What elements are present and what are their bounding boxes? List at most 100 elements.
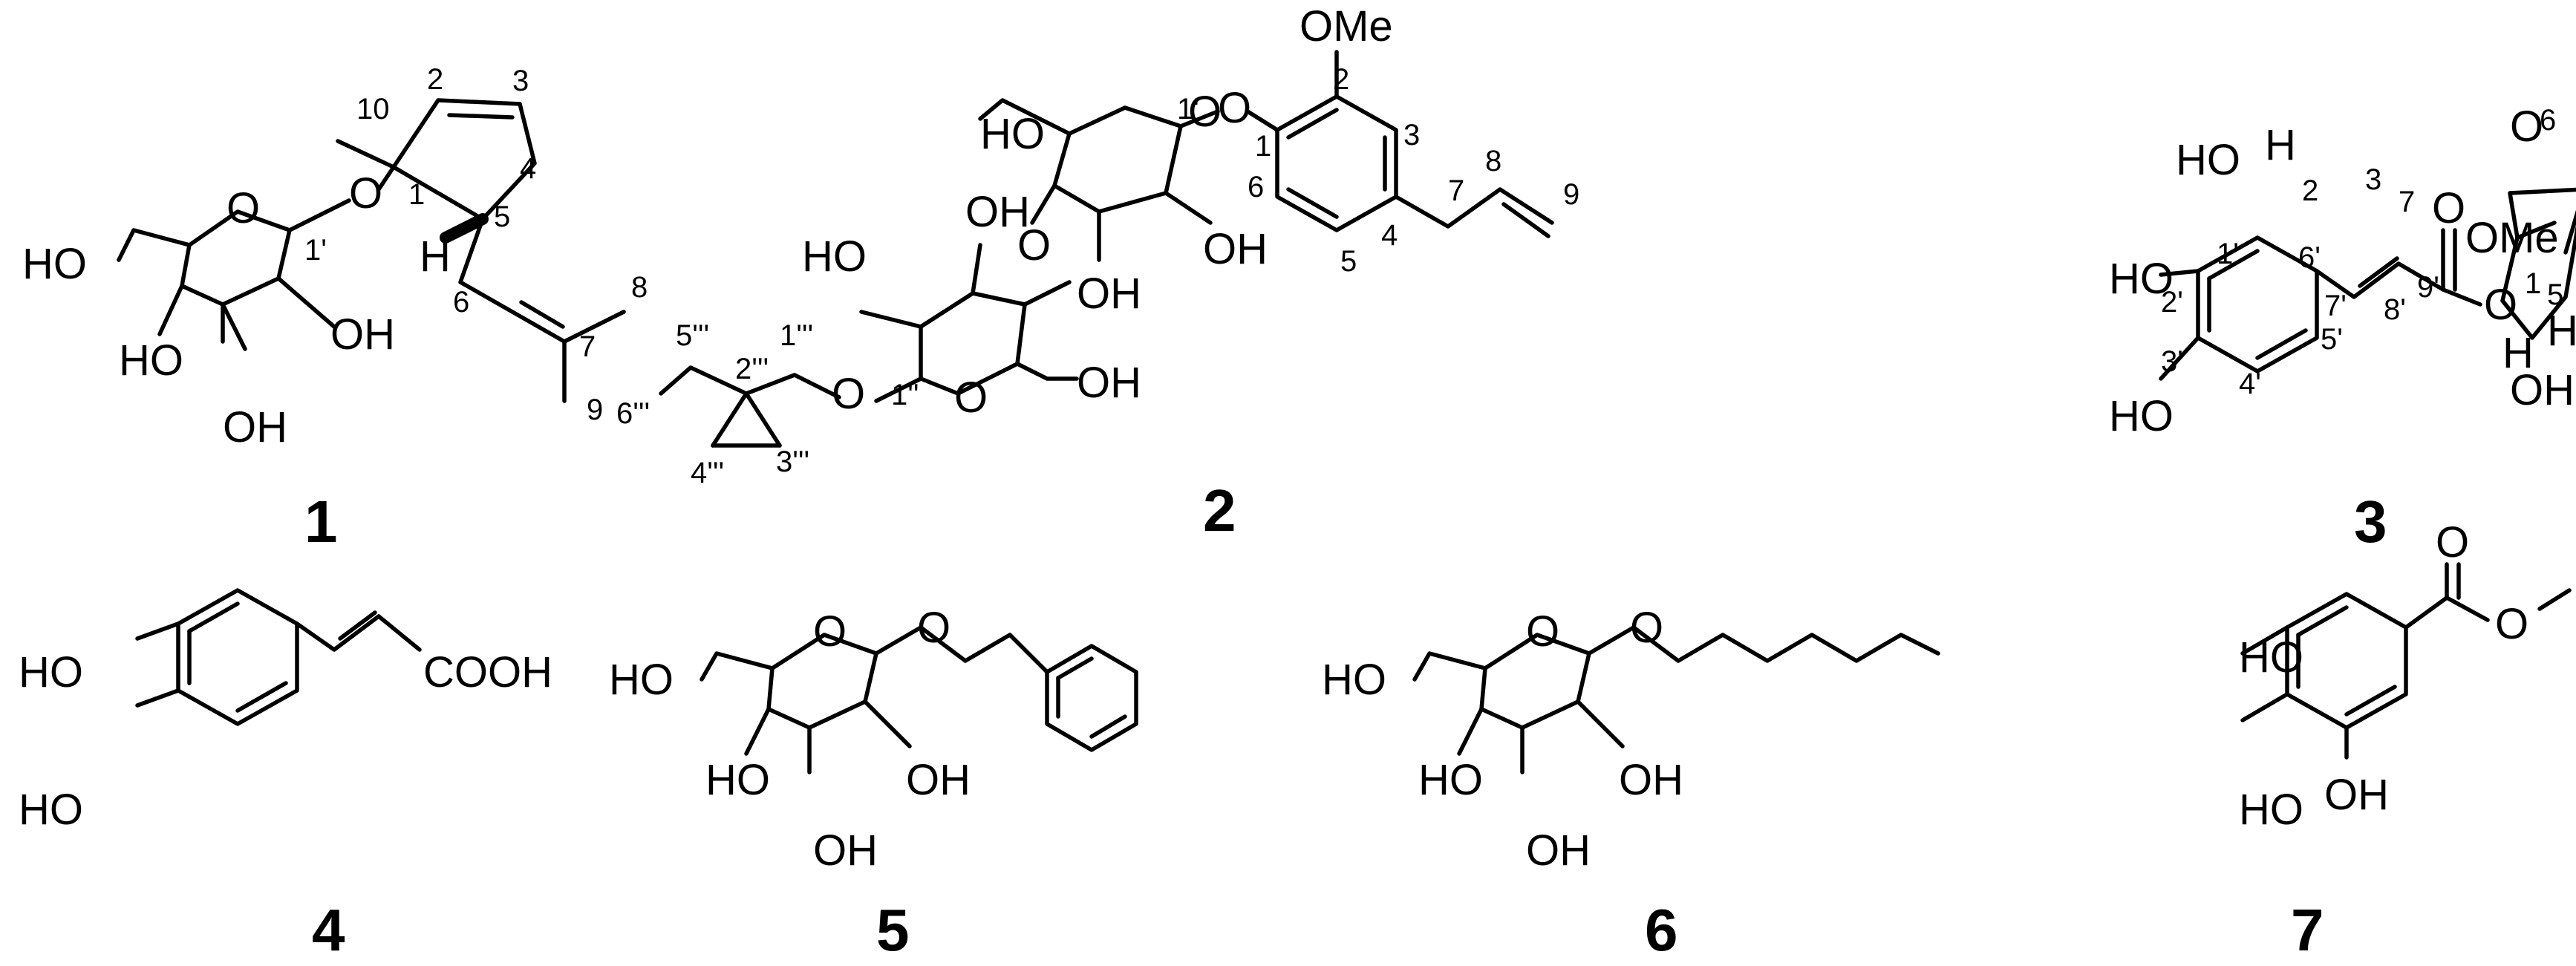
- compound-2-atom: OH: [1077, 359, 1141, 407]
- compound-6: HO O O HO OH OH 6: [1322, 604, 1940, 963]
- compound-label: 2: [1203, 477, 1236, 544]
- compound-2-locant: 1': [1177, 93, 1199, 125]
- compound-3-locant: 5: [2547, 278, 2563, 311]
- compound-4-atoms: HO HO COOH: [19, 648, 552, 834]
- compound-3-locant: 2: [2302, 174, 2318, 207]
- compound-5-atom: O: [813, 607, 847, 656]
- compound-3-locant: 8': [2384, 293, 2406, 326]
- compound-2-atom: HO: [802, 232, 867, 281]
- compound-1-bonds: [117, 98, 626, 403]
- compound-2-locant: 7: [1448, 174, 1464, 207]
- compound-2-locant: 2: [1333, 63, 1349, 96]
- compound-3-locant: 7: [2399, 186, 2415, 218]
- compound-5-atom: OH: [906, 756, 971, 804]
- compound-4-atom: HO: [19, 648, 83, 696]
- compound-1-locant: 7: [579, 330, 596, 363]
- compound-2-atom: OH: [1077, 270, 1141, 318]
- compound-3-locants: 6 2 3 7 1' 2' 6' 9' 1 4 5 3' 7' 8' 5' 4': [2161, 104, 2563, 400]
- compound-2: OMe HO O O OH HO O OH OH O O OH 2 1' 3 1…: [616, 2, 1579, 544]
- compound-1-locant: 3: [512, 65, 529, 97]
- compound-3-atom: O: [2510, 102, 2543, 151]
- compound-2-locant: 4''': [691, 457, 724, 489]
- compound-1-locant: 10: [356, 93, 390, 125]
- compound-1-atom: OH: [223, 403, 287, 451]
- compound-3-atoms: HO H O OMe O HO HO O H H OH: [2109, 102, 2576, 440]
- compound-1-locant: 4: [520, 152, 536, 185]
- compound-2-bonds: [659, 50, 1554, 448]
- compound-label: 3: [2354, 489, 2387, 555]
- compound-5-atoms: HO O O HO OH OH: [609, 604, 971, 875]
- compound-3-atom: HO: [2109, 392, 2174, 440]
- compound-2-atom: OH: [965, 188, 1030, 236]
- compound-3: HO H O OMe O HO HO O H H OH 6 2 3 7 1' 2…: [2109, 102, 2576, 555]
- compound-2-locant: 5: [1340, 245, 1357, 278]
- compound-4-atom: COOH: [423, 648, 552, 696]
- compound-2-atom: OH: [1203, 225, 1268, 273]
- compound-7-atom: HO: [2239, 633, 2303, 682]
- compound-2-atom: O: [1188, 88, 1222, 136]
- compound-3-locant: 1': [2217, 238, 2239, 270]
- compound-1-atom: H: [420, 232, 451, 281]
- compound-2-locant: 3''': [776, 446, 809, 478]
- compound-6-atom: O: [1630, 604, 1663, 652]
- compound-2-atom: O: [1218, 84, 1251, 132]
- compound-3-locant: 2': [2161, 286, 2183, 319]
- compound-1-atom: HO: [22, 240, 87, 288]
- compound-7-atom: OH: [2324, 771, 2389, 819]
- compound-3-atom: OH: [2510, 366, 2575, 414]
- compound-6-atom: OH: [1526, 826, 1591, 875]
- compound-7-atoms: HO O O HO OH: [2239, 518, 2528, 834]
- compound-3-locant: 9': [2417, 271, 2439, 304]
- compound-6-atom: HO: [1418, 756, 1483, 804]
- compound-1-locant: 1: [408, 178, 425, 211]
- compound-3-locant: 7': [2324, 290, 2347, 322]
- compound-2-locant: 6''': [616, 397, 650, 430]
- compound-2-locant: 1''': [780, 319, 813, 352]
- compound-1-locants: 10 2 3 4 1 5 1' 6 7 8 9: [304, 63, 648, 426]
- compound-1-locant: 9: [587, 394, 603, 426]
- compound-7-atom: O: [2436, 518, 2469, 567]
- compound-6-atom: HO: [1322, 656, 1386, 704]
- compound-7-atom: HO: [2239, 786, 2303, 834]
- compound-2-locant: 8: [1485, 145, 1501, 177]
- compound-3-bonds: [2159, 187, 2576, 381]
- compound-5-atom: O: [917, 604, 950, 652]
- compound-1-atom: O: [226, 184, 260, 232]
- compound-1-locant: 5: [494, 200, 510, 233]
- compound-2-locant: 2''': [735, 353, 769, 385]
- compound-2-locant: 3: [1403, 119, 1420, 151]
- compound-3-atom: OMe: [2465, 214, 2559, 262]
- compound-6-atoms: HO O O HO OH OH: [1322, 604, 1683, 875]
- compound-2-locant: 1'': [891, 379, 919, 411]
- compound-2-atoms: OMe HO O O OH HO O OH OH O O OH: [802, 2, 1393, 422]
- compound-3-atom: H: [2502, 329, 2534, 377]
- compound-2-locant: 1: [1255, 130, 1271, 163]
- compound-3-atom: HO: [2176, 136, 2240, 184]
- compound-3-atom: O: [2484, 281, 2517, 329]
- compound-7-atom: O: [2495, 600, 2528, 648]
- compound-2-atom: O: [1017, 221, 1051, 270]
- compound-3-atom: H: [2265, 121, 2296, 169]
- compound-1-atom: O: [349, 169, 382, 218]
- compound-4-bonds: [135, 588, 422, 726]
- compound-3-locant: 6': [2298, 241, 2321, 274]
- compound-1: HO O O HO OH OH H 10 2 3 4 1 5 1' 6 7 8 …: [22, 63, 648, 555]
- compound-4-atom: HO: [19, 786, 83, 834]
- compound-3-locant: 3': [2161, 345, 2183, 378]
- compound-1-locant: 8: [631, 271, 648, 304]
- compound-5: HO O O HO OH OH 5: [609, 604, 1138, 963]
- compound-1-atom: OH: [330, 310, 395, 359]
- compound-3-locant: 5': [2321, 323, 2343, 356]
- compound-5-bonds: [700, 625, 1138, 774]
- compound-3-locant: 1: [2525, 267, 2541, 300]
- compound-3-locant: 4': [2239, 368, 2261, 400]
- compound-7: HO O O HO OH 7: [2239, 518, 2572, 963]
- compound-2-locant: 5''': [676, 319, 709, 352]
- compound-2-locant: 6: [1248, 171, 1264, 203]
- compound-2-locant: 4: [1381, 219, 1398, 252]
- compound-5-atom: OH: [813, 826, 878, 875]
- compound-label: 1: [304, 489, 338, 555]
- compound-1-atom: HO: [119, 336, 183, 385]
- compound-2-atom: O: [954, 373, 988, 422]
